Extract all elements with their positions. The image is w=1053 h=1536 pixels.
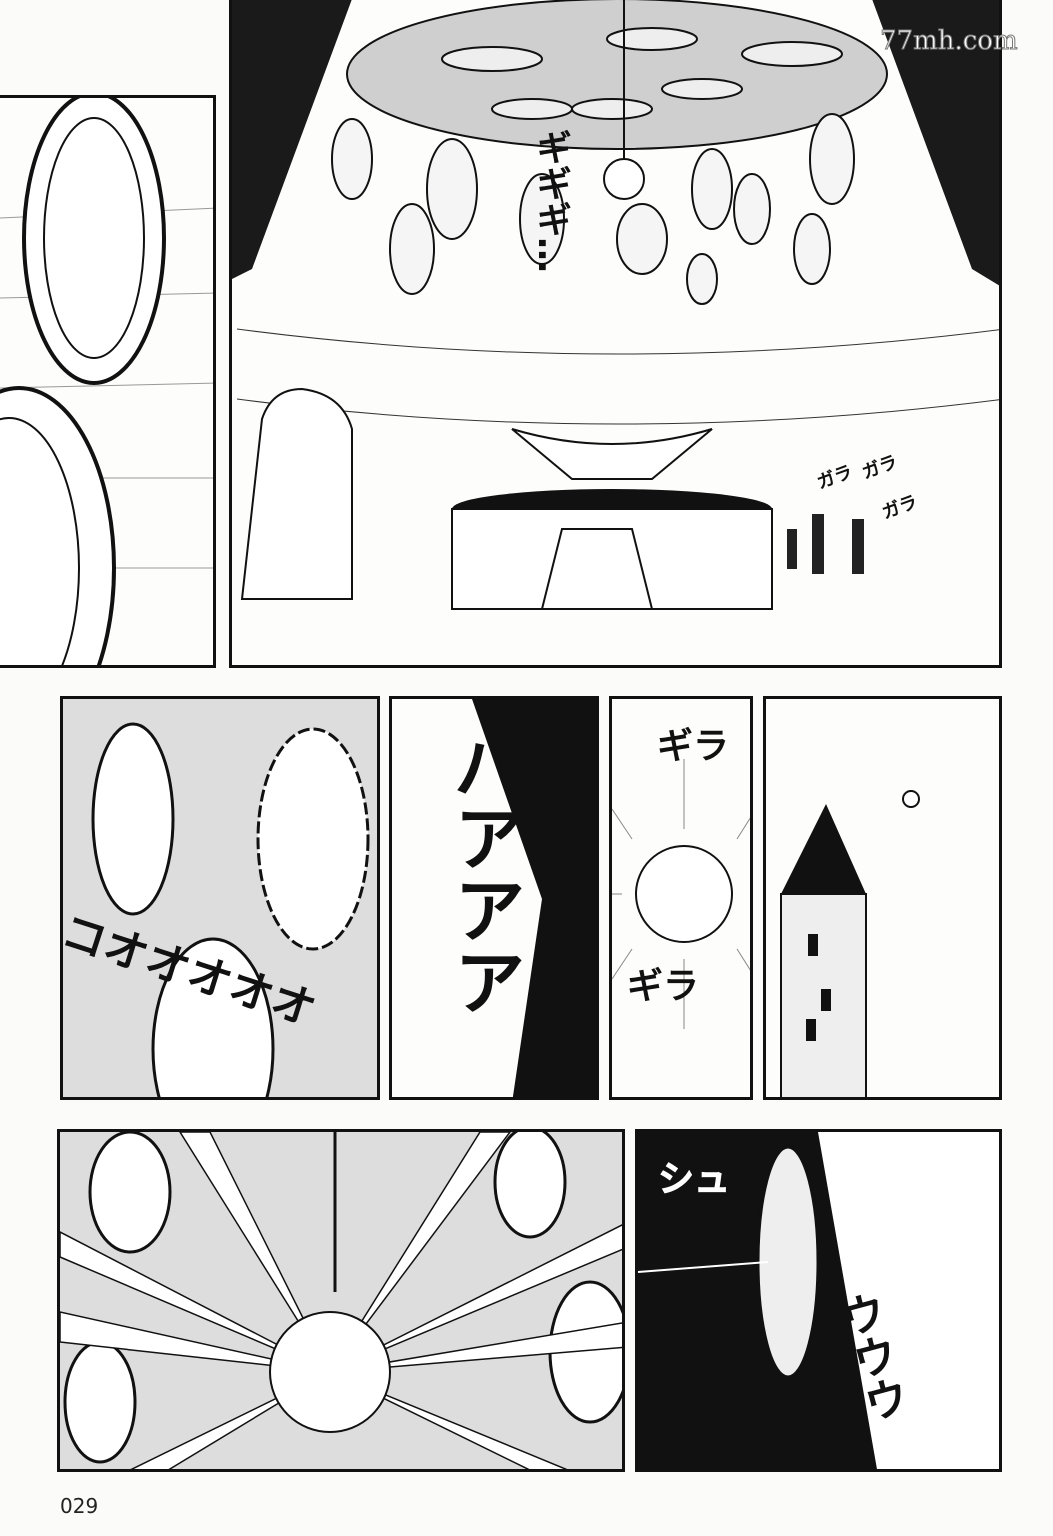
panel-tower-interior: ギギギ… ガラ ガラ ガラ [229, 0, 1002, 668]
panel-lens-spin: シュ ウウウ [635, 1129, 1002, 1472]
panel-tower-exterior [763, 696, 1002, 1100]
sun-icon [902, 790, 920, 808]
flash-art [472, 699, 596, 1097]
tower-exterior-art [780, 790, 920, 1097]
panel-glare: ギラ ギラ [609, 696, 753, 1100]
orb-burst-art [60, 1132, 622, 1469]
panel-lens-closeup [0, 95, 216, 668]
page-number: 029 [60, 1494, 99, 1518]
sfx-whoosh-1: シュ [657, 1159, 731, 1200]
lens-closeup-art [0, 98, 213, 665]
sfx-glare-1: ギラ [657, 726, 730, 767]
sfx-flash: パアアア [441, 729, 525, 1017]
glare-art [612, 759, 750, 1029]
sfx-creak: ギギギ… [530, 129, 571, 273]
panel-lenses-rumble: コオオオオオ [60, 696, 380, 1100]
panel-orb-burst [57, 1129, 625, 1472]
tower-interior-art [232, 0, 999, 610]
sfx-glare-2: ギラ [627, 966, 700, 1007]
lens-spin-art [638, 1132, 999, 1469]
lenses-rumble-art [91, 722, 370, 1097]
panel-flash: パアアア [389, 696, 599, 1100]
watermark: 77mh.com [880, 26, 1019, 57]
